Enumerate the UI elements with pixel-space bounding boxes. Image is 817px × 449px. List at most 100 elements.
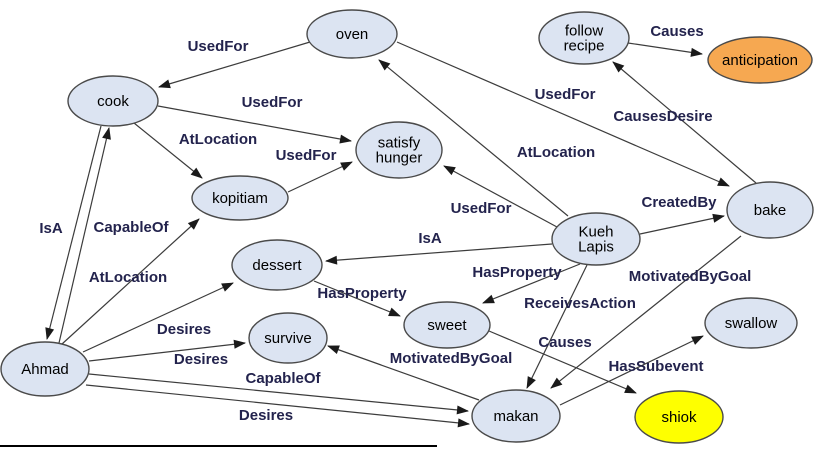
- node-label-dessert: dessert: [252, 257, 302, 274]
- edge-UsedFor-oven-cook: [158, 41, 311, 89]
- node-ellipse-satisfy-hunger: [355, 121, 443, 179]
- edge-label-HasProperty-dessert-sweet: HasProperty: [317, 285, 407, 302]
- node-oven: oven: [306, 9, 398, 59]
- edge-HasProperty-kueh-lapis-sweet: [482, 263, 581, 304]
- edge-label-UsedFor-oven-bake: UsedFor: [535, 86, 596, 103]
- node-ellipse-swallow: [704, 297, 798, 349]
- edges-layer: [45, 41, 757, 428]
- edge-label-UsedFor-cook-satisfy-hunger: UsedFor: [242, 94, 303, 111]
- edge-label-CausesDesire-bake-follow-recipe: CausesDesire: [613, 108, 712, 125]
- node-kopitiam: kopitiam: [191, 175, 289, 221]
- node-ellipse-ahmad: [0, 341, 90, 397]
- node-ellipse-anticipation: [707, 36, 813, 84]
- edge-label-IsA-cook-ahmad: IsA: [39, 220, 63, 237]
- edge-Causes-follow-recipe-anticipation: [627, 42, 703, 57]
- node-label-oven: oven: [336, 26, 369, 43]
- edge-label-ReceivesAction-kueh-lapis-makan: ReceivesAction: [524, 295, 636, 312]
- node-sweet: sweet: [403, 301, 491, 349]
- node-ellipse-kueh-lapis: [551, 212, 641, 266]
- node-ellipse-bake: [726, 181, 814, 239]
- edge-Causes-sweet-shiok: [488, 330, 637, 394]
- edge-ReceivesAction-kueh-lapis-makan: [526, 264, 588, 389]
- edge-UsedFor-oven-bake: [396, 41, 730, 187]
- node-ellipse-kopitiam: [191, 175, 289, 221]
- edge-AtLocation-cook-kopitiam: [133, 122, 203, 179]
- edge-UsedFor-kopitiam-satisfy-hunger: [287, 161, 353, 193]
- node-label-sweet: sweet: [427, 317, 467, 334]
- edge-label-MotivatedByGoal-makan-survive: MotivatedByGoal: [390, 350, 513, 367]
- node-label-cook: cook: [97, 93, 129, 110]
- node-label-anticipation: anticipation: [722, 52, 798, 69]
- edge-label-CapableOf-ahmad-cook: CapableOf: [93, 219, 169, 236]
- edge-Desires-ahmad-dessert: [82, 282, 234, 353]
- node-ellipse-survive: [248, 312, 328, 364]
- edge-label-HasSubevent-makan-swallow: HasSubevent: [608, 358, 703, 375]
- edge-label-Desires-ahmad-survive: Desires: [174, 351, 228, 368]
- node-label-kopitiam: kopitiam: [212, 190, 268, 207]
- figure-bottom-rule: [0, 445, 437, 447]
- edge-CapableOf-ahmad-makan: [88, 373, 469, 415]
- edge-UsedFor-cook-satisfy-hunger: [157, 105, 352, 144]
- edge-MotivatedByGoal-makan-survive: [327, 345, 480, 401]
- edge-Desires-ahmad-makan: [85, 384, 470, 428]
- edge-label-UsedFor-kopitiam-satisfy-hunger: UsedFor: [276, 147, 337, 164]
- node-survive: survive: [248, 312, 328, 364]
- node-dessert: dessert: [231, 239, 323, 291]
- node-swallow: swallow: [704, 297, 798, 349]
- edge-label-UsedFor-kueh-lapis-satisfy-hunger: UsedFor: [451, 200, 512, 217]
- edge-IsA-cook-ahmad: [45, 125, 102, 340]
- edge-IsA-kueh-lapis-dessert: [325, 243, 553, 265]
- edge-labels-layer: UsedForUsedForAtLocationUsedForAtLocatio…: [39, 23, 751, 424]
- edge-label-Causes-follow-recipe-anticipation: Causes: [650, 23, 703, 40]
- edge-HasSubevent-makan-swallow: [559, 335, 704, 406]
- edge-label-MotivatedByGoal-bake-makan: MotivatedByGoal: [629, 268, 752, 285]
- edge-AtLocation-kueh-lapis-oven: [378, 59, 569, 217]
- node-ellipse-oven: [306, 9, 398, 59]
- edge-AtLocation-ahmad-kopitiam: [61, 218, 200, 345]
- edge-Desires-ahmad-survive: [88, 339, 246, 362]
- edge-label-Causes-sweet-shiok: Causes: [538, 334, 591, 351]
- node-bake: bake: [726, 181, 814, 239]
- node-label-shiok: shiok: [661, 409, 697, 426]
- node-ellipse-dessert: [231, 239, 323, 291]
- node-ellipse-follow-recipe: [538, 11, 630, 65]
- edge-CreatedBy-kueh-lapis-bake: [639, 213, 725, 235]
- edge-label-UsedFor-oven-cook: UsedFor: [188, 38, 249, 55]
- edge-label-AtLocation-kueh-lapis-oven: AtLocation: [517, 144, 595, 161]
- edge-UsedFor-kueh-lapis-satisfy-hunger: [443, 165, 558, 228]
- node-cook: cook: [67, 75, 159, 127]
- node-label-bake: bake: [754, 202, 787, 219]
- node-ellipse-makan: [471, 389, 561, 443]
- edge-label-AtLocation-cook-kopitiam: AtLocation: [179, 131, 257, 148]
- edge-label-CreatedBy-kueh-lapis-bake: CreatedBy: [641, 194, 717, 211]
- node-label-makan: makan: [493, 408, 538, 425]
- node-ahmad: Ahmad: [0, 341, 90, 397]
- node-label-swallow: swallow: [725, 315, 778, 332]
- edge-label-AtLocation-ahmad-kopitiam: AtLocation: [89, 269, 167, 286]
- node-shiok: shiok: [634, 390, 724, 444]
- edge-CausesDesire-bake-follow-recipe: [612, 61, 757, 184]
- node-label-ahmad: Ahmad: [21, 361, 69, 378]
- edge-CapableOf-ahmad-cook: [58, 127, 111, 344]
- edge-label-Desires-ahmad-dessert: Desires: [157, 321, 211, 338]
- edge-label-CapableOf-ahmad-makan: CapableOf: [245, 370, 321, 387]
- node-ellipse-shiok: [634, 390, 724, 444]
- node-ellipse-sweet: [403, 301, 491, 349]
- edge-label-HasProperty-kueh-lapis-sweet: HasProperty: [472, 264, 562, 281]
- edge-label-Desires-ahmad-makan: Desires: [239, 407, 293, 424]
- node-makan: makan: [471, 389, 561, 443]
- node-anticipation: anticipation: [707, 36, 813, 84]
- edge-MotivatedByGoal-bake-makan: [550, 235, 742, 389]
- node-ellipse-cook: [67, 75, 159, 127]
- edge-label-IsA-kueh-lapis-dessert: IsA: [418, 230, 442, 247]
- edge-HasProperty-dessert-sweet: [313, 280, 401, 317]
